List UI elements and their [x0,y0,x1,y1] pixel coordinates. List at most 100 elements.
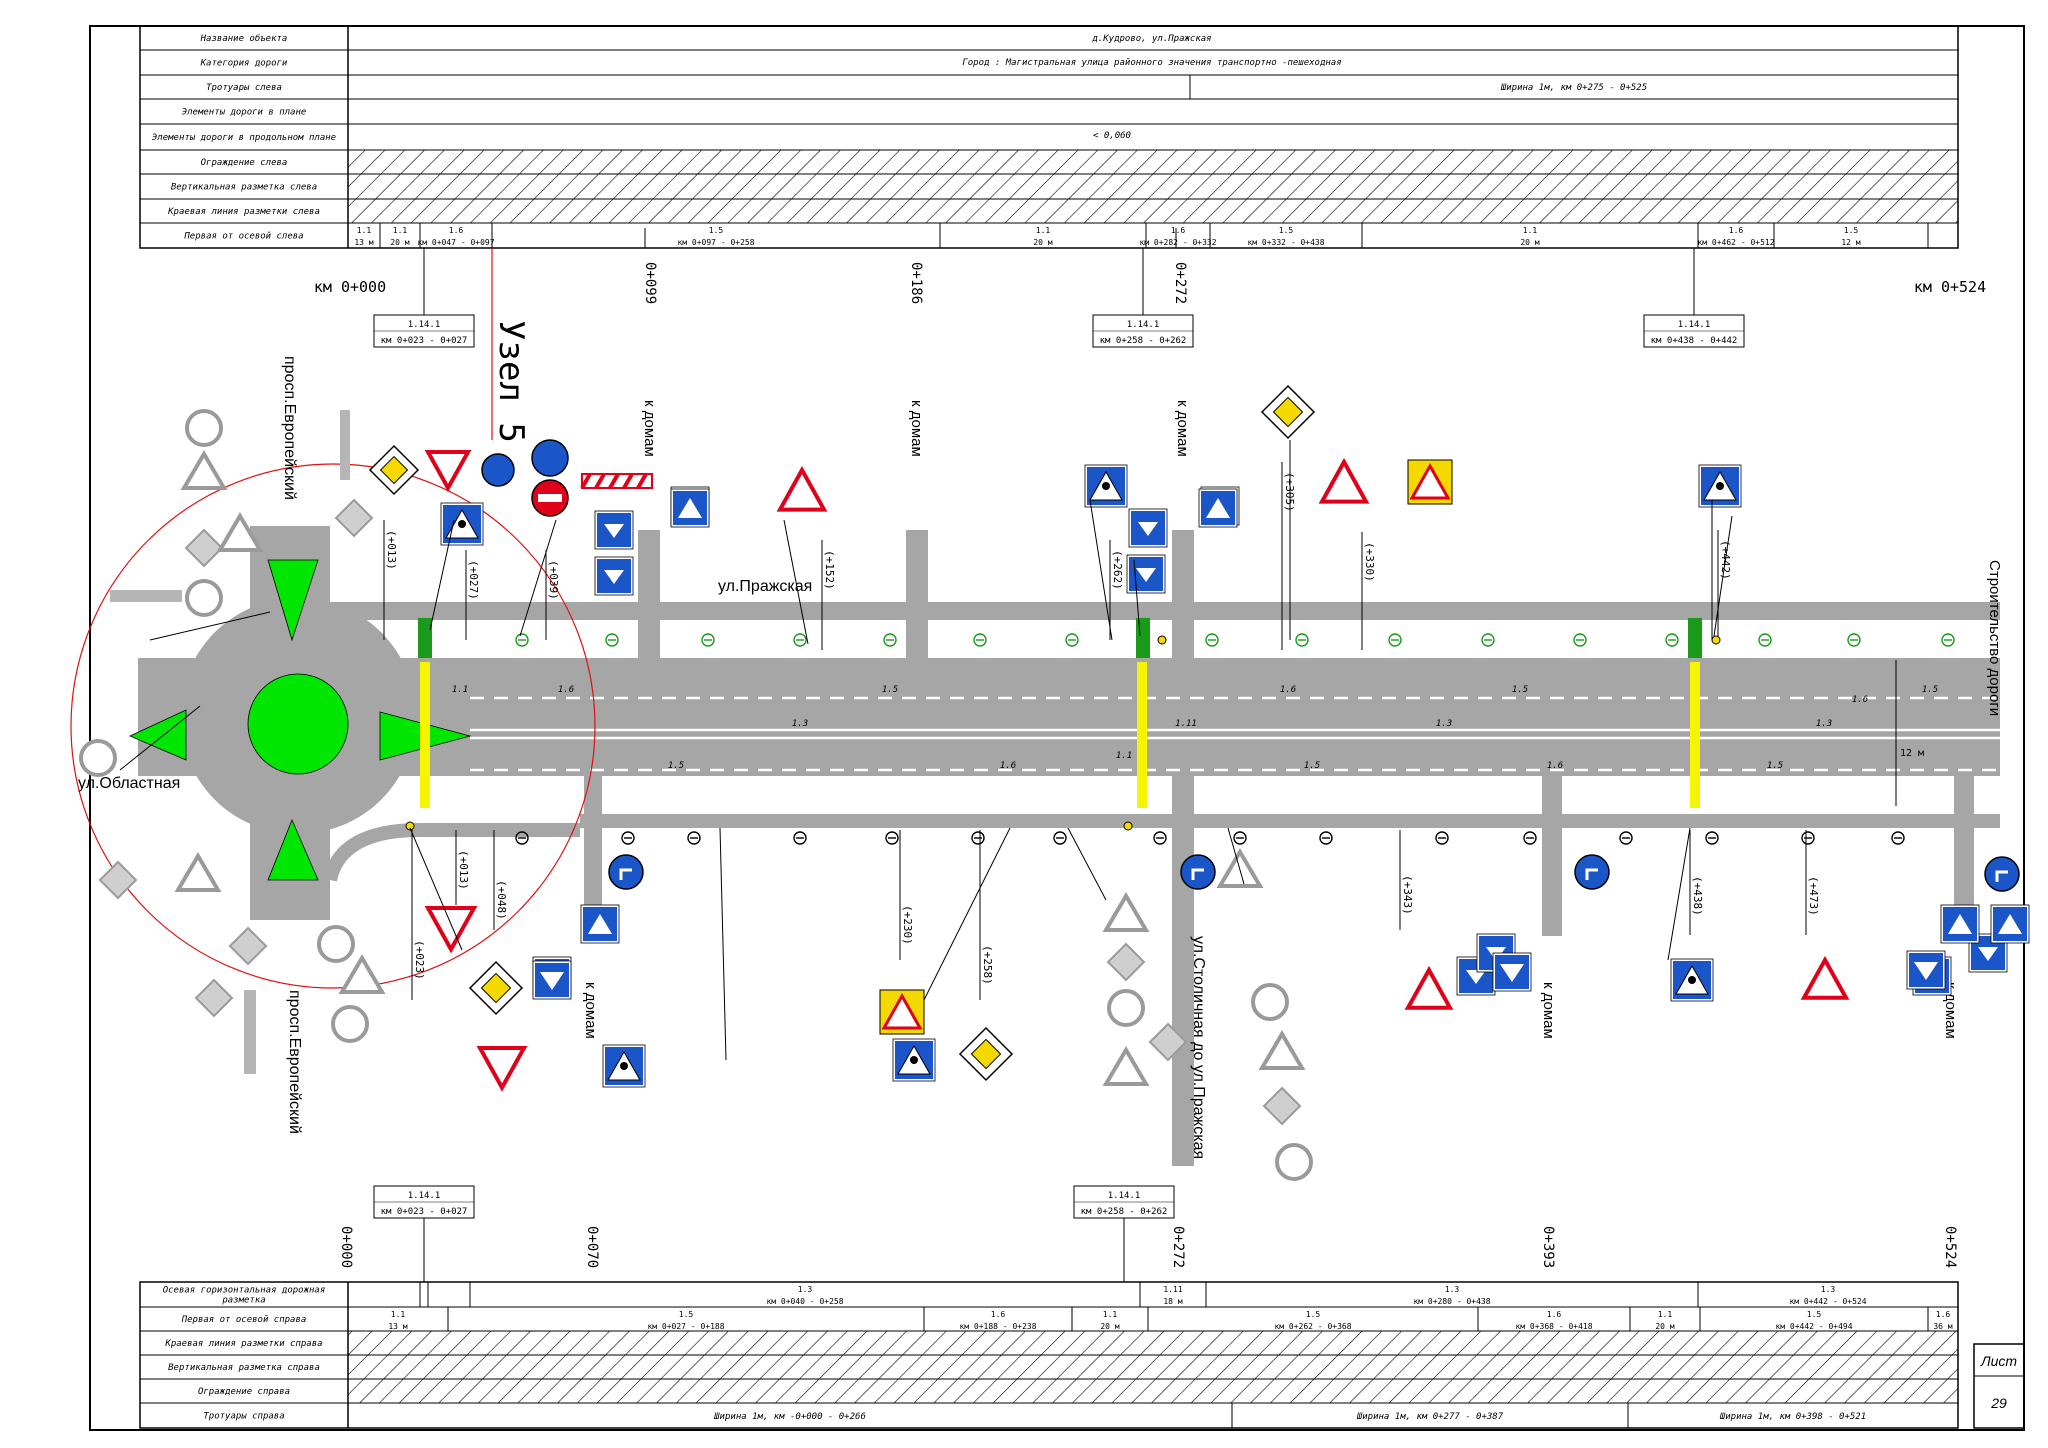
turn-right-sign [608,854,644,890]
tree-marker [515,633,529,647]
warning-triangle-sign [1404,965,1454,1010]
marking-cell-range: 20 м [1100,1322,1119,1331]
speed-hump-warning-sign [476,1046,528,1092]
tree-marker [1053,831,1067,845]
sheet-label: Лист [1980,1353,2017,1369]
tree-marker [1705,831,1719,845]
offset-label: (+473) [1807,876,1820,916]
offset-label: (+330) [1363,542,1376,582]
tree-marker [1435,831,1449,845]
offset-label: (+023) [413,940,426,980]
existing-sign [216,512,264,552]
marking-cell-code: 1.1 [1103,1310,1118,1319]
station-label: 0+099 [642,262,658,304]
tree-marker [515,831,529,845]
tree-marker [1205,633,1219,647]
station-label: 0+070 [584,1226,600,1268]
marking-cell-code: 1.5 [1844,226,1859,235]
offset-label: (+013) [385,530,398,570]
tree-marker [1065,633,1079,647]
street-name-stolichnaya: ул.Столичная до ул.Пражская [1190,936,1207,1159]
tree-marker [971,831,985,845]
give-way-sign [424,450,472,493]
sidewalk-cell: Ширина 1м, км 0+398 - 0+521 [1719,1412,1866,1422]
marking-cell-range: км 0+027 - 0+188 [647,1322,724,1331]
existing-sign [185,409,223,447]
marking-cell-code: 1.1 [1658,1310,1673,1319]
svg-text:1.14.1: 1.14.1 [408,1191,441,1201]
axis-marking-code: 1.11 [1163,1285,1182,1294]
leader-line [1667,827,1691,961]
mandatory-direction-sign [1492,952,1532,992]
axis-marking-range: км 0+442 - 0+524 [1789,1297,1866,1306]
left-barrier-hatch [348,150,1958,174]
pedestrian-crossing-sign [892,1038,936,1082]
svg-text:км 0+023 - 0+027: км 0+023 - 0+027 [381,336,468,346]
marking-cell-code: 1.6 [1729,226,1744,235]
left-sidewalk-value: Ширина 1м, км 0+275 - 0+525 [1500,83,1647,93]
tree-marker [1941,633,1955,647]
plan-view: км 0+000 км 0+524 0+099 0+186 0+272 1.14… [70,228,2030,1282]
existing-sign [1251,983,1289,1021]
marking-cell-range: 12 м [1841,238,1860,247]
pedestrian-crossing-sign [440,502,484,546]
street-name-europe-bottom: просп.Европейский [286,990,303,1134]
station-label: 0+524 [1942,1226,1958,1268]
turn-right-sign [1180,854,1216,890]
footer-row-label: Вертикальная разметка справа [168,1363,320,1373]
road-category-value: Город : Магистральная улица районного зн… [962,58,1341,68]
existing-sign [1106,942,1146,982]
lane-marking-label: 1.3 [792,719,808,729]
marking-cell-code: 1.1 [391,1310,406,1319]
tree-marker [1573,633,1587,647]
pedestrian-crossing-sign [1698,464,1742,508]
children-warning-sign [1407,459,1453,505]
existing-sign [331,1005,369,1043]
give-way-sign [424,906,478,954]
leader-line [409,827,463,951]
svg-text:км 0+258 - 0+262: км 0+258 - 0+262 [1100,336,1187,346]
existing-sign [180,450,228,490]
left-vertical-marking-hatch [348,174,1958,199]
right-edge-line-hatch [348,1331,1958,1355]
svg-text:1.14.1: 1.14.1 [1678,320,1711,330]
existing-sign [338,954,386,994]
street-name-oblastnaya: ул.Областная [78,775,180,792]
leader-line [719,827,727,1061]
lane-marking-label: 1.6 [1000,761,1016,771]
roundabout-island [247,673,349,775]
priority-road-sign [368,444,420,496]
marking-cell-range: км 0+282 - 0+332 [1139,238,1216,247]
tree-marker [883,633,897,647]
mandatory-direction-sign [1906,950,1946,990]
tree-marker [1665,633,1679,647]
station-label: 0+272 [1172,262,1188,304]
existing-sign [1275,1143,1313,1181]
tree-marker [1619,831,1633,845]
header-row-label: Первая от осевой слева [183,232,303,242]
traffic-light [1711,635,1721,645]
marking-callout: 1.14.1 км 0+258 - 0+262 [1073,1185,1175,1282]
tree-marker [1295,633,1309,647]
info-direction-sign [1126,554,1166,594]
construction-label: Строительство дороги [1986,560,2003,716]
header-row-label: Название объекта [200,33,288,44]
km-end-label: км 0+524 [1914,278,1986,296]
marking-cell-range: км 0+442 - 0+494 [1775,1322,1852,1331]
existing-sign [184,528,224,568]
lane-marking-label: 1.6 [1852,695,1868,705]
station-label: 0+272 [1170,1226,1186,1268]
footer-row-label: Осевая горизонтальная дорожная [163,1286,326,1296]
priority-road-sign [1260,384,1316,440]
pedestrian-crossing-sign [602,1044,646,1088]
sidewalk-cell: Ширина 1м, км 0+277 - 0+387 [1356,1412,1504,1422]
offset-label: (+230) [901,905,914,945]
marking-cell-code: 1.6 [1171,226,1186,235]
info-direction-sign [1128,508,1168,548]
marking-cell-range: 20 м [1033,238,1052,247]
lane-marking-label: 1.5 [1304,761,1320,771]
to-houses-label: к домам [582,982,599,1039]
marking-cell-code: 1.5 [1807,1310,1822,1319]
existing-bollard [110,590,182,602]
